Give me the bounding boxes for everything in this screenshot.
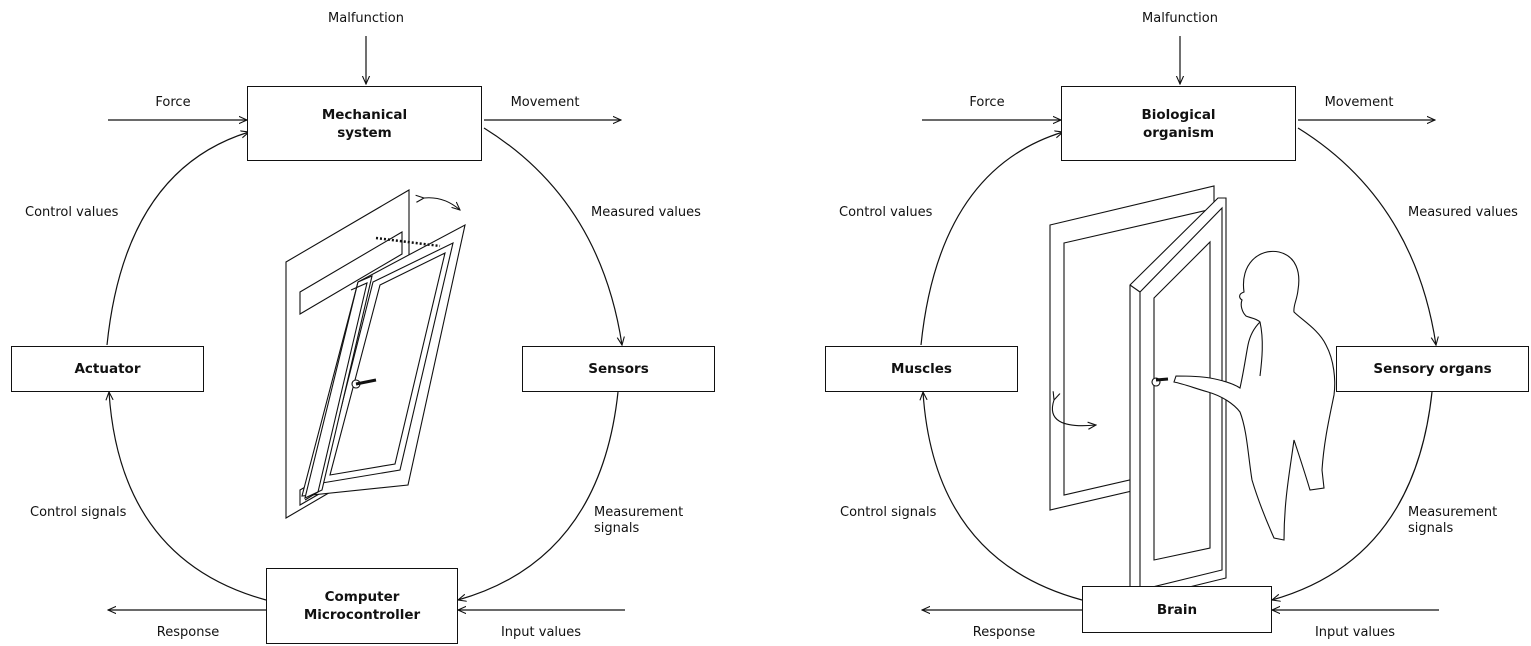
- control-signals-label: Control signals: [840, 505, 937, 520]
- top-box-line-2: system: [337, 124, 392, 141]
- muscles-box: Muscles: [825, 346, 1018, 392]
- top-box-line-2: organism: [1142, 124, 1215, 141]
- measurement-signals-label: Measurement signals: [1408, 505, 1498, 536]
- measured-values-arc: [1297, 127, 1436, 345]
- input-values-label: Input values: [500, 625, 582, 640]
- control-values-label: Control values: [25, 205, 119, 220]
- control-values-arc: [106, 132, 249, 346]
- force-label: Force: [969, 95, 1005, 110]
- brain-box: Brain: [1082, 586, 1272, 633]
- loop-connectors: [814, 36, 1439, 646]
- movement-label: Movement: [510, 95, 580, 110]
- top-box-line-1: Mechanical: [321, 106, 408, 123]
- control-values-arc: [920, 132, 1063, 346]
- top-box-line-1: Biological: [1141, 106, 1216, 123]
- bottom-box-line-1: Computer: [324, 589, 400, 605]
- input-values-label: Input values: [1314, 625, 1396, 640]
- measurement-signals-arc: [1272, 391, 1433, 600]
- measured-values-arc: [483, 127, 622, 345]
- malfunction-label: Malfunction: [1142, 11, 1218, 26]
- measured-values-label: Measured values: [591, 205, 701, 220]
- tilting-window-illustration: [285, 189, 466, 519]
- bottom-box-line-2: Microcontroller: [303, 607, 421, 623]
- force-label: Force: [155, 95, 191, 110]
- control-signals-label: Control signals: [30, 505, 127, 520]
- person-opening-window-illustration: [1049, 185, 1336, 601]
- malfunction-label: Malfunction: [328, 11, 404, 26]
- response-label: Response: [156, 625, 220, 640]
- loop-connectors: [0, 36, 625, 646]
- sensory-organs-box: Sensory organs: [1336, 346, 1529, 392]
- response-label: Response: [972, 625, 1036, 640]
- measurement-signals-label: Measurement signals: [594, 505, 684, 536]
- sensors-box: Sensors: [522, 346, 715, 392]
- measured-values-label: Measured values: [1408, 205, 1518, 220]
- actuator-box: Actuator: [11, 346, 204, 392]
- control-signals-arc: [109, 392, 267, 601]
- control-signals-arc: [923, 392, 1083, 601]
- movement-label: Movement: [1324, 95, 1394, 110]
- measurement-signals-arc: [458, 391, 619, 600]
- control-values-label: Control values: [839, 205, 933, 220]
